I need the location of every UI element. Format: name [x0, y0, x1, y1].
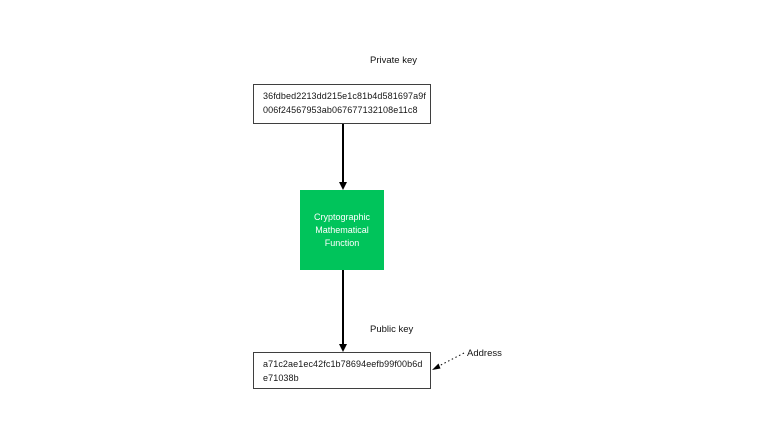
arrow-private-to-function-line [342, 124, 344, 182]
private-key-box: 36fdbed2213dd215e1c81b4d581697a9f 006f24… [253, 84, 431, 124]
function-box: Cryptographic Mathematical Function [300, 190, 384, 270]
public-key-label: Public key [370, 324, 414, 335]
address-pointer-arrow [432, 352, 465, 370]
address-label: Address [467, 348, 502, 359]
private-key-label: Private key [370, 55, 417, 66]
arrow-function-to-public-line [342, 270, 344, 344]
public-key-value-line1: a71c2ae1ec42fc1b78694eefb99f00b6d [263, 359, 423, 369]
private-key-value-line1: 36fdbed2213dd215e1c81b4d581697a9f [263, 91, 426, 101]
private-key-value-line2: 006f24567953ab067677132108e11c8 [263, 104, 418, 115]
function-box-line2: Mathematical [315, 224, 369, 235]
function-box-line3: Function [324, 237, 360, 248]
arrow-down-icon [338, 344, 347, 352]
public-key-value-line2: e71038b [263, 372, 299, 383]
function-box-line1: Cryptographic [313, 211, 371, 222]
public-key-box: a71c2ae1ec42fc1b78694eefb99f00b6d e71038… [253, 352, 431, 389]
arrow-down-icon [338, 182, 347, 190]
